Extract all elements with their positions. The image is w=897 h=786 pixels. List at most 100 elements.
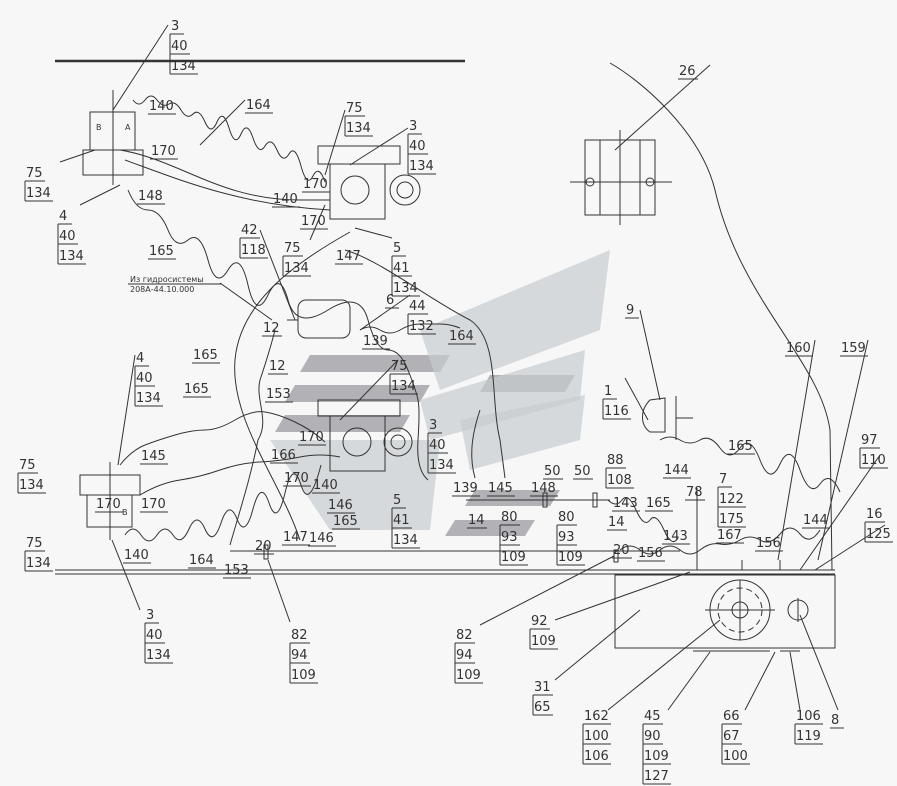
callout-number: 145	[488, 481, 513, 496]
callout: 12	[262, 321, 282, 337]
callout: 12	[268, 359, 288, 375]
callout-number: 3	[171, 19, 179, 34]
callout: 165	[645, 496, 673, 512]
callout-number: 109	[644, 749, 669, 764]
callout-number: 75	[284, 241, 301, 256]
callout-number: 170	[284, 471, 309, 486]
callout-number: 93	[501, 530, 518, 545]
callout-number: 4	[59, 209, 67, 224]
callout-number: 3	[146, 608, 154, 623]
callout-number: 140	[124, 548, 149, 563]
callout-number: 50	[544, 464, 561, 479]
callout: 165	[192, 348, 220, 364]
callout: 156	[755, 536, 783, 552]
callout: 166	[270, 448, 298, 464]
callout-number: 40	[59, 229, 76, 244]
callout-number: 108	[607, 473, 632, 488]
callout-number: 134	[346, 121, 371, 136]
callout: 164	[245, 98, 273, 114]
callout: 170	[302, 177, 330, 193]
callout: 140	[123, 548, 151, 564]
callout-number: 97	[861, 433, 878, 448]
callout-number: 100	[584, 729, 609, 744]
callout-number: 80	[558, 510, 575, 525]
callout-number: 140	[313, 478, 338, 493]
callout-number: 170	[151, 144, 176, 159]
callout: 4 40 134	[57, 209, 86, 265]
callout: 26	[678, 64, 698, 80]
callout-number: 67	[723, 729, 740, 744]
callout-number: 165	[193, 348, 218, 363]
callout: 170	[283, 471, 311, 487]
callout-number: 144	[664, 463, 689, 478]
callout-number: 45	[644, 709, 661, 724]
callout-number: 134	[429, 458, 454, 473]
callout-number: 12	[269, 359, 286, 374]
callout-number: 134	[136, 391, 161, 406]
callout-number: 116	[604, 404, 629, 419]
callout-number: 170	[303, 177, 328, 192]
callout-number: 164	[246, 98, 271, 113]
callout: 20	[254, 539, 274, 555]
callout-number: 143	[663, 529, 688, 544]
callout-number: 153	[266, 387, 291, 402]
callout-number: 26	[679, 64, 696, 79]
callout: 6	[385, 293, 399, 309]
callout: 165	[332, 514, 360, 530]
callout: 148	[530, 481, 558, 497]
callout-number: 145	[141, 449, 166, 464]
callout-number: 134	[171, 59, 196, 74]
callout-number: 134	[59, 249, 84, 264]
leader-lines	[59, 24, 886, 711]
callout-number: 80	[501, 510, 518, 525]
callout: 20	[612, 543, 632, 559]
callout-number: 134	[393, 281, 418, 296]
callout-number: 165	[184, 382, 209, 397]
callout-number: 125	[866, 527, 891, 542]
callout-number: 134	[391, 379, 416, 394]
callout-number: 12	[263, 321, 280, 336]
callout-number: 5	[393, 241, 401, 256]
callout-number: 106	[796, 709, 821, 724]
callout: 170	[300, 214, 328, 230]
hoses	[119, 95, 841, 555]
callout-number: 75	[26, 166, 43, 181]
callout-number: 106	[584, 749, 609, 764]
callout-number: 82	[291, 628, 308, 643]
callout-number: 3	[409, 119, 417, 134]
callout: 9	[625, 303, 639, 319]
callout: 170	[298, 430, 326, 446]
svg-text:B: B	[122, 508, 128, 517]
callout-number: 75	[26, 536, 43, 551]
svg-text:A: A	[125, 123, 131, 132]
svg-text:B: B	[96, 123, 102, 132]
callout-number: 170	[96, 497, 121, 512]
callout: 144	[802, 513, 830, 529]
callout: 14	[467, 513, 487, 529]
callout: 143	[662, 529, 690, 545]
callout-number: 170	[141, 497, 166, 512]
callout-number: 140	[273, 192, 298, 207]
callout: 170	[150, 144, 178, 160]
callout-number: 109	[531, 634, 556, 649]
manifold	[263, 488, 781, 570]
hydraulic-source-note: Из гидросистемы 208А-44.10.000	[128, 275, 222, 294]
callout-number: 165	[333, 514, 358, 529]
